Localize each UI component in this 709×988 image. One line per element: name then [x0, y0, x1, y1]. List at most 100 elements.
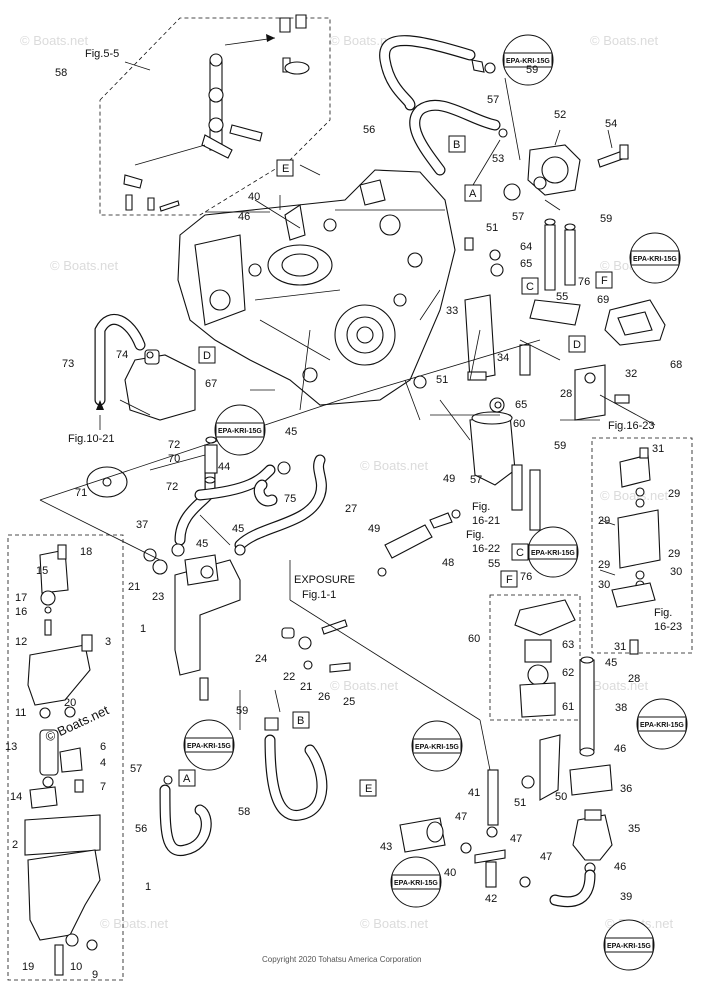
callout[interactable]: 58 — [55, 67, 67, 79]
callout[interactable]: 26 — [318, 691, 330, 703]
callout[interactable]: 57 — [512, 211, 524, 223]
callout[interactable]: 55 — [556, 291, 568, 303]
callout[interactable]: 67 — [205, 378, 217, 390]
callout[interactable]: 75 — [284, 493, 296, 505]
callout[interactable]: 11 — [15, 707, 26, 719]
fig-ref-10-21[interactable]: Fig.10-21 — [68, 433, 114, 445]
callout[interactable]: 46 — [238, 211, 250, 223]
callout[interactable]: 30 — [670, 566, 682, 578]
callout[interactable]: 45 — [605, 657, 617, 669]
callout[interactable]: 47 — [540, 851, 552, 863]
callout[interactable]: 72 — [168, 439, 180, 451]
connector-box-b[interactable]: B — [453, 139, 460, 151]
callout[interactable]: 40 — [248, 191, 260, 203]
callout[interactable]: 59 — [236, 705, 248, 717]
callout[interactable]: 73 — [62, 358, 74, 370]
callout[interactable]: 17 — [15, 592, 27, 604]
callout[interactable]: 49 — [443, 473, 455, 485]
connector-box-e[interactable]: E — [365, 783, 372, 795]
callout[interactable]: 1 — [145, 881, 151, 893]
callout[interactable]: 48 — [442, 557, 454, 569]
callout[interactable]: 57 — [487, 94, 499, 106]
callout[interactable]: 9 — [92, 969, 98, 981]
connector-box-e[interactable]: E — [282, 163, 289, 175]
callout[interactable]: 43 — [380, 841, 392, 853]
fig-ref-5-5[interactable]: Fig.5-5 — [85, 48, 119, 60]
callout[interactable]: 45 — [196, 538, 208, 550]
callout[interactable]: 59 — [600, 213, 612, 225]
callout[interactable]: 6 — [100, 741, 106, 753]
fig-ref-16-22-num[interactable]: 16-22 — [472, 543, 500, 555]
fig-ref-1-1[interactable]: Fig.1-1 — [302, 589, 336, 601]
callout[interactable]: 4 — [100, 757, 106, 769]
callout[interactable]: 49 — [368, 523, 380, 535]
callout[interactable]: 23 — [152, 591, 164, 603]
callout[interactable]: 18 — [80, 546, 92, 558]
callout[interactable]: 51 — [486, 222, 498, 234]
callout[interactable]: 46 — [614, 743, 626, 755]
callout[interactable]: 28 — [560, 388, 572, 400]
callout[interactable]: 36 — [620, 783, 632, 795]
fig-ref-16-23-inset-num[interactable]: 16-23 — [654, 621, 682, 633]
callout[interactable]: 56 — [135, 823, 147, 835]
callout[interactable]: 25 — [343, 696, 355, 708]
callout[interactable]: 53 — [492, 153, 504, 165]
callout[interactable]: 65 — [520, 258, 532, 270]
connector-box-b[interactable]: B — [297, 715, 304, 727]
callout[interactable]: 22 — [283, 671, 295, 683]
callout[interactable]: 60 — [513, 418, 525, 430]
callout[interactable]: 76 — [578, 276, 590, 288]
callout[interactable]: 13 — [5, 741, 17, 753]
callout[interactable]: 68 — [670, 359, 682, 371]
callout[interactable]: 20 — [64, 697, 76, 709]
callout[interactable]: 51 — [514, 797, 526, 809]
fig-ref-16-23[interactable]: Fig.16-23 — [608, 420, 654, 432]
callout[interactable]: 55 — [488, 558, 500, 570]
callout[interactable]: 74 — [116, 349, 128, 361]
callout[interactable]: 54 — [605, 118, 617, 130]
callout[interactable]: 76 — [520, 571, 532, 583]
callout[interactable]: 10 — [70, 961, 82, 973]
callout[interactable]: 37 — [136, 519, 148, 531]
callout[interactable]: 41 — [468, 787, 480, 799]
callout[interactable]: 32 — [625, 368, 637, 380]
callout[interactable]: 46 — [614, 861, 626, 873]
callout[interactable]: 60 — [468, 633, 480, 645]
callout[interactable]: 15 — [36, 565, 48, 577]
callout[interactable]: 29 — [668, 548, 680, 560]
callout[interactable]: 33 — [446, 305, 458, 317]
callout[interactable]: 19 — [22, 961, 34, 973]
callout[interactable]: 56 — [363, 124, 375, 136]
fig-ref-16-21-num[interactable]: 16-21 — [472, 515, 500, 527]
fig-ref-16-21[interactable]: Fig. — [472, 501, 490, 513]
callout[interactable]: 45 — [232, 523, 244, 535]
callout[interactable]: 57 — [130, 763, 142, 775]
connector-box-d[interactable]: D — [573, 339, 581, 351]
callout[interactable]: 12 — [15, 636, 27, 648]
callout[interactable]: 29 — [598, 515, 610, 527]
callout[interactable]: 21 — [300, 681, 312, 693]
callout[interactable]: 47 — [510, 833, 522, 845]
fig-ref-16-23-inset[interactable]: Fig. — [654, 607, 672, 619]
callout[interactable]: 59 — [526, 64, 538, 76]
callout[interactable]: 62 — [562, 667, 574, 679]
callout[interactable]: 50 — [555, 791, 567, 803]
callout[interactable]: 58 — [238, 806, 250, 818]
callout[interactable]: 21 — [128, 581, 140, 593]
callout[interactable]: 61 — [562, 701, 574, 713]
connector-box-c[interactable]: C — [526, 281, 534, 293]
callout[interactable]: 71 — [75, 487, 87, 499]
callout[interactable]: 31 — [614, 641, 626, 653]
callout[interactable]: 57 — [470, 474, 482, 486]
connector-box-d[interactable]: D — [203, 350, 211, 362]
callout[interactable]: 44 — [218, 461, 230, 473]
callout[interactable]: 29 — [598, 559, 610, 571]
callout[interactable]: 38 — [615, 702, 627, 714]
connector-box-f[interactable]: F — [601, 275, 608, 287]
callout[interactable]: 3 — [105, 636, 111, 648]
callout[interactable]: 34 — [497, 352, 509, 364]
callout[interactable]: 24 — [255, 653, 267, 665]
callout[interactable]: 39 — [620, 891, 632, 903]
callout[interactable]: 51 — [436, 374, 448, 386]
callout[interactable]: 47 — [455, 811, 467, 823]
